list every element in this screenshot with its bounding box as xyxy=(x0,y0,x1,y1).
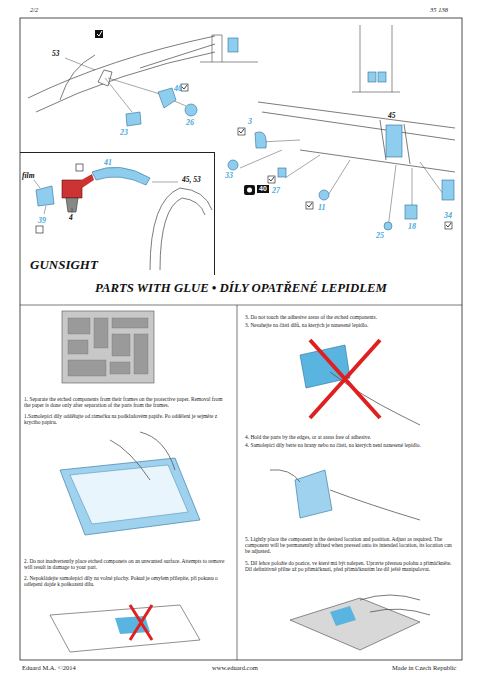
place-illustration xyxy=(290,595,430,650)
peel-illustration xyxy=(60,432,200,535)
glue-section-panel: PARTS WITH GLUE • DÍLY OPATŘENÉ LEPIDLEM xyxy=(20,275,462,660)
part xyxy=(405,205,417,219)
canopy-drawing xyxy=(150,188,212,270)
panel-title: GUNSIGHT xyxy=(30,257,98,273)
hold-illustration xyxy=(270,470,420,520)
callout-number: 11 xyxy=(318,203,326,212)
part xyxy=(442,180,454,200)
callout-number: 25 xyxy=(376,231,384,240)
callout-number: 40 xyxy=(174,84,182,93)
part xyxy=(384,222,392,230)
callout-number: 4 xyxy=(69,214,73,223)
instruction-text: 2. Do not inadvertently place etched com… xyxy=(24,558,229,570)
section-title: PARTS WITH GLUE • DÍLY OPATŘENÉ LEPIDLEM xyxy=(20,281,462,296)
callout-number: 45 xyxy=(388,112,396,121)
icon xyxy=(244,185,255,195)
footer-text: Eduard M.A. ©2014 xyxy=(22,664,76,671)
checkbox-icon xyxy=(95,30,103,38)
part xyxy=(228,160,238,170)
part xyxy=(255,132,266,148)
callout-number: 23 xyxy=(120,128,128,137)
divider xyxy=(20,305,462,306)
footer-text: Made in Czech Republic xyxy=(392,664,456,671)
part xyxy=(319,190,329,200)
part-name: film xyxy=(22,172,35,181)
instruction-text: 3. Do not touch the adhesive areas of th… xyxy=(245,314,455,320)
part xyxy=(185,104,197,116)
page-number: 2/2 xyxy=(30,6,38,13)
instruction-text: 5. Lightly place the component in the de… xyxy=(245,536,455,555)
divider xyxy=(237,305,238,660)
fuselage-drawing xyxy=(28,36,215,112)
instruction-text: 1. Separate the etched components from t… xyxy=(24,396,229,408)
callout-number: 3 xyxy=(248,117,252,126)
callout-number: 53 xyxy=(52,50,60,59)
callout-number: 27 xyxy=(272,186,280,195)
callout-number: 39 xyxy=(38,216,46,225)
touch-illustration xyxy=(300,340,420,425)
part xyxy=(386,125,402,157)
kit-number: 35 138 xyxy=(430,6,448,13)
checkbox-icon xyxy=(238,128,452,229)
inset-drawing xyxy=(200,25,400,92)
instruction-text: 4. Hold the parts by the edges, or at ar… xyxy=(245,434,455,440)
callout-number: 18 xyxy=(408,222,416,231)
part xyxy=(92,167,150,185)
part xyxy=(36,186,54,206)
footer-url: www.eduard.com xyxy=(212,664,258,671)
leader-lines xyxy=(65,58,186,112)
callout-number: 40 xyxy=(257,185,269,193)
part xyxy=(126,112,141,126)
wrong-surface-illustration xyxy=(50,605,200,652)
instruction-text: 5. Díl lehce položte do pozice, ve které… xyxy=(245,560,455,572)
gunsight-panel: GUNSIGHT xyxy=(20,152,215,275)
etch-fret xyxy=(62,311,154,383)
page-frame xyxy=(20,18,462,660)
instruction-text: 3. Nesahejte na části dílů, na kterých j… xyxy=(245,322,455,328)
part xyxy=(278,168,286,177)
callout-number: 33 xyxy=(225,171,233,180)
callout-number: 41 xyxy=(104,158,112,167)
callout-number: 26 xyxy=(186,118,194,127)
leader-lines xyxy=(240,140,446,228)
cockpit-drawing xyxy=(258,102,455,172)
callout-number: 45, 53 xyxy=(182,176,201,185)
instruction-text: 1.Samolepicí díly oddělujte od rámečku n… xyxy=(24,413,229,425)
part xyxy=(158,88,176,108)
instruction-text: 4. Samolepicí díly berte na hrany nebo n… xyxy=(245,442,455,448)
instruction-text: 2. Nepokládejte samolepicí díly na volné… xyxy=(24,575,229,587)
callout-number: 34 xyxy=(444,211,452,220)
